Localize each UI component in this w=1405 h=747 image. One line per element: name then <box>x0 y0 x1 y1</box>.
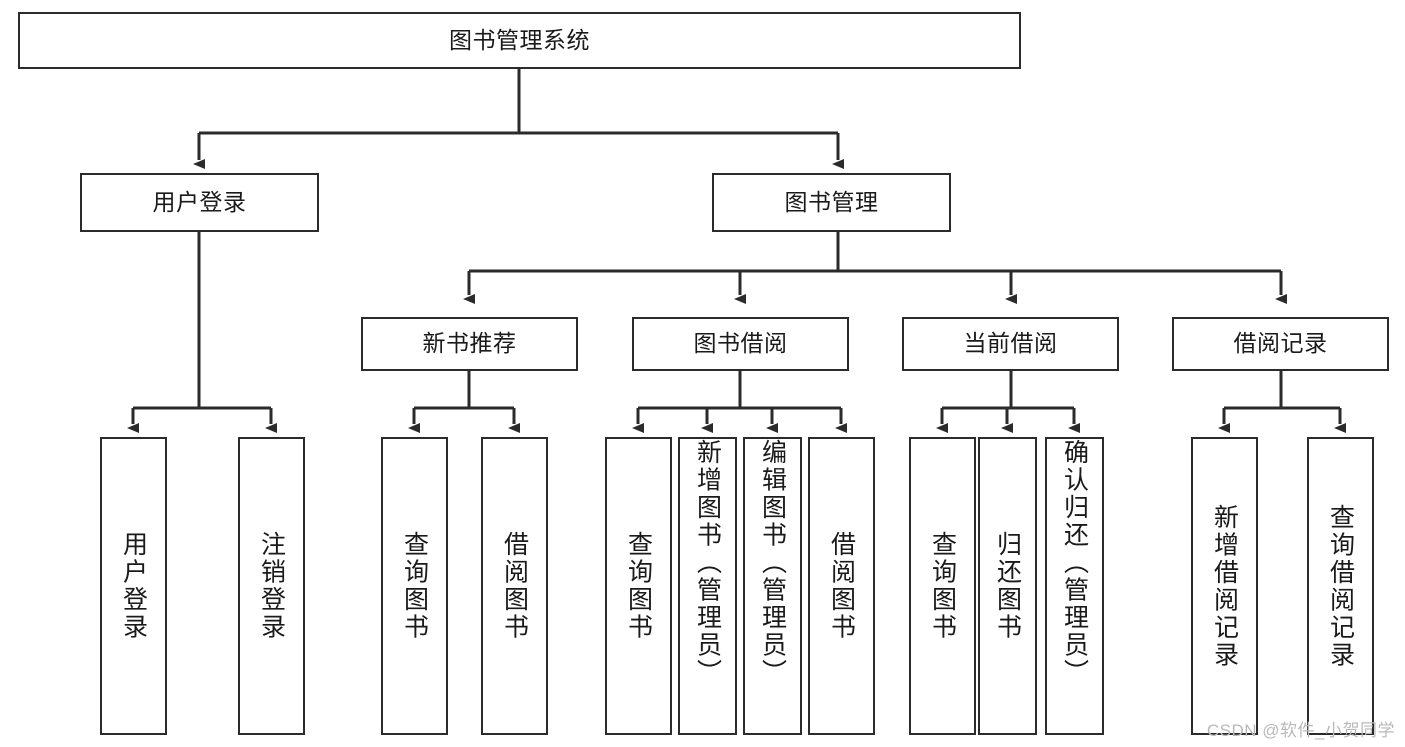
node-user-login-label: 用户登录 <box>152 188 247 215</box>
node-leaf-user-login-label: 用户登录 <box>119 531 148 641</box>
node-leaf-add-book[interactable]: 新增图书（管理员） <box>678 437 737 735</box>
node-leaf-user-logout-label: 注销登录 <box>257 531 286 641</box>
node-root-label: 图书管理系统 <box>449 26 590 53</box>
node-book-management[interactable]: 图书管理 <box>712 173 951 232</box>
node-leaf-query-record[interactable]: 查询借阅记录 <box>1307 437 1374 735</box>
node-borrow-record[interactable]: 借阅记录 <box>1172 317 1389 371</box>
node-leaf-confirm-return-label: 确认归还（管理员） <box>1060 439 1089 687</box>
node-leaf-query-record-label: 查询借阅记录 <box>1326 503 1355 669</box>
node-leaf-query-book-2[interactable]: 查询图书 <box>605 437 672 735</box>
node-current-borrow-label: 当前借阅 <box>963 330 1058 357</box>
node-user-login[interactable]: 用户登录 <box>80 173 319 232</box>
node-leaf-return-book[interactable]: 归还图书 <box>978 437 1037 735</box>
node-root[interactable]: 图书管理系统 <box>18 12 1021 69</box>
node-leaf-query-book-1-label: 查询图书 <box>400 531 429 641</box>
node-leaf-borrow-book-2-label: 借阅图书 <box>827 531 856 641</box>
node-leaf-borrow-book-1-label: 借阅图书 <box>500 531 529 641</box>
node-leaf-add-record-label: 新增借阅记录 <box>1210 503 1239 669</box>
node-leaf-borrow-book-2[interactable]: 借阅图书 <box>808 437 875 735</box>
node-book-borrow-label: 图书借阅 <box>693 330 788 357</box>
node-leaf-add-record[interactable]: 新增借阅记录 <box>1191 437 1258 735</box>
node-book-borrow[interactable]: 图书借阅 <box>632 317 849 371</box>
node-leaf-query-book-3[interactable]: 查询图书 <box>909 437 976 735</box>
node-leaf-query-book-2-label: 查询图书 <box>624 531 653 641</box>
node-new-book-recommend[interactable]: 新书推荐 <box>361 317 578 371</box>
node-leaf-edit-book-label: 编辑图书（管理员） <box>758 439 787 687</box>
watermark-text: CSDN @软件_小贺同学 <box>1206 721 1395 740</box>
node-current-borrow[interactable]: 当前借阅 <box>902 317 1119 371</box>
node-leaf-query-book-3-label: 查询图书 <box>928 531 957 641</box>
node-leaf-user-login[interactable]: 用户登录 <box>100 437 167 735</box>
node-leaf-confirm-return[interactable]: 确认归还（管理员） <box>1045 437 1104 735</box>
node-leaf-edit-book[interactable]: 编辑图书（管理员） <box>743 437 802 735</box>
node-leaf-borrow-book-1[interactable]: 借阅图书 <box>481 437 548 735</box>
node-borrow-record-label: 借阅记录 <box>1233 330 1328 357</box>
node-leaf-query-book-1[interactable]: 查询图书 <box>381 437 448 735</box>
node-new-book-recommend-label: 新书推荐 <box>422 330 517 357</box>
node-leaf-user-logout[interactable]: 注销登录 <box>238 437 305 735</box>
node-book-management-label: 图书管理 <box>784 188 879 215</box>
node-leaf-return-book-label: 归还图书 <box>993 531 1022 641</box>
node-leaf-add-book-label: 新增图书（管理员） <box>693 439 722 687</box>
